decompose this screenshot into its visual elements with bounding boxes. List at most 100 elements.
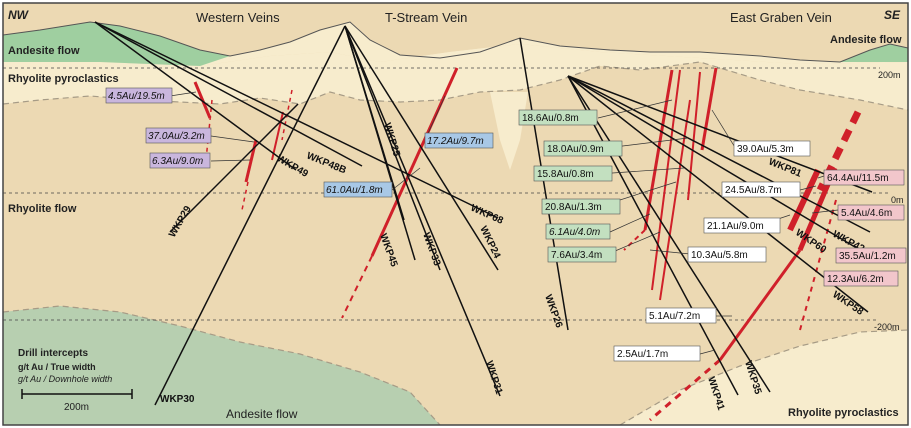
leader-line xyxy=(607,231,661,255)
rhyolite-pyroclastics-upper xyxy=(3,44,908,110)
leader-line xyxy=(424,95,446,141)
intercept-label: 6.1Au/4.0m xyxy=(549,227,600,238)
topographic-surface xyxy=(2,21,909,63)
intercept-box xyxy=(823,169,905,186)
intercept-label: 61.0Au/1.8m xyxy=(326,185,383,196)
andesite-bottom-contact xyxy=(2,305,441,426)
drillhole-line-wkp49 xyxy=(94,21,297,171)
legend-scale-label: 200m xyxy=(64,402,89,413)
intercept-box xyxy=(687,246,767,263)
vein-east-7 xyxy=(799,199,837,331)
intercept-box xyxy=(545,223,611,240)
vein-east-6 xyxy=(623,229,646,251)
vein-east-main-dashed xyxy=(816,110,862,192)
drillhole-line-wkp29 xyxy=(169,103,299,233)
valley-fill xyxy=(490,92,528,170)
legend-title: Drill intercepts xyxy=(18,348,88,359)
intercept-box xyxy=(703,217,781,234)
intercept-label: 20.8Au/1.3m xyxy=(545,202,602,213)
intercept-box xyxy=(533,165,613,182)
intercept-box xyxy=(613,345,701,362)
intercept-labels: 4.5Au/19.5m 37.0Au/3.2m 6.3Au/9.0m 61.0A… xyxy=(105,87,907,362)
drillhole-label-wkp30: WKP30 xyxy=(160,394,195,405)
intercept-label: 4.5Au/19.5m xyxy=(108,91,165,102)
intercept-label: 18.0Au/0.9m xyxy=(547,144,604,155)
title-tstream-vein: T-Stream Vein xyxy=(385,10,467,25)
title-east-graben-vein: East Graben Vein xyxy=(730,10,832,25)
andesite-top-right xyxy=(840,44,908,62)
vein-east-main-lower xyxy=(718,249,802,361)
drillhole-line-wkp26 xyxy=(519,37,569,331)
intercept-box xyxy=(149,152,211,169)
elevation-label-minus200: -200m xyxy=(874,322,900,332)
vein-east-5 xyxy=(700,67,718,151)
intercept-label: 37.0Au/3.2m xyxy=(148,131,205,142)
vein-east-main-projected xyxy=(649,358,721,422)
leader-line xyxy=(210,135,255,143)
unit-andesite-bottom: Andesite flow xyxy=(226,407,298,421)
leader-line xyxy=(391,167,421,191)
vein-western-1 xyxy=(193,81,212,119)
intercept-label: 12.3Au/6.2m xyxy=(827,274,884,285)
intercept-label: 2.5Au/1.7m xyxy=(617,349,668,360)
drillhole-line-wkp48b xyxy=(94,21,363,167)
vein-east-2 xyxy=(651,69,681,291)
corner-nw: NW xyxy=(8,8,30,22)
leader-line xyxy=(711,109,737,150)
surface-rhyolite xyxy=(3,22,908,66)
leader-line xyxy=(597,99,673,119)
drillhole-line-wkp81 xyxy=(567,75,873,193)
intercept-box xyxy=(323,181,393,198)
corner-se: SE xyxy=(884,8,901,22)
intercept-label: 21.1Au/9.0m xyxy=(707,221,764,232)
vein-tstream-projected xyxy=(341,255,373,319)
intercept-label: 24.5Au/8.7m xyxy=(725,185,782,196)
drillhole-line-wkp45 xyxy=(344,25,416,261)
intercept-label: 17.2Au/9.7m xyxy=(427,136,484,147)
vein-east-3 xyxy=(659,99,691,301)
andesite-bottom-area xyxy=(3,306,440,425)
intercept-label: 10.3Au/5.8m xyxy=(691,250,748,261)
intercept-box xyxy=(733,140,811,157)
drillhole-line-wkp58 xyxy=(567,75,869,313)
drillholes xyxy=(94,21,873,406)
unit-rhyolite-pyroclastics-top: Rhyolite pyroclastics xyxy=(8,73,119,85)
drillhole-line-wkp42 xyxy=(567,75,871,233)
intercept-label: 6.3Au/9.0m xyxy=(152,156,203,167)
drillhole-line-wkp68 xyxy=(94,21,499,219)
unit-andesite-top-right: Andesite flow xyxy=(830,34,902,46)
vein-western-2 xyxy=(205,99,213,161)
leader-line xyxy=(169,91,197,97)
leader-line xyxy=(817,175,825,179)
intercept-box xyxy=(547,246,617,263)
intercept-box xyxy=(645,307,717,324)
drillhole-line-wkp24 xyxy=(344,25,499,271)
lower-contact-line xyxy=(619,329,909,426)
intercept-label: 64.4Au/11.5m xyxy=(827,173,889,184)
leader-line xyxy=(649,249,691,255)
leader-line xyxy=(811,209,839,214)
intercept-box xyxy=(837,204,905,221)
leader-line xyxy=(597,167,685,175)
elevation-label-200: 200m xyxy=(878,70,901,80)
intercept-label: 5.1Au/7.2m xyxy=(649,311,700,322)
intercept-box xyxy=(823,270,899,287)
vein-tstream xyxy=(370,67,459,257)
intercept-label: 7.6Au/3.4m xyxy=(551,250,602,261)
vein-east-4 xyxy=(687,71,701,201)
intercept-label: 5.4Au/4.6m xyxy=(841,208,892,219)
drillhole-line-wkp31 xyxy=(344,25,501,397)
andesite-top-left xyxy=(3,22,230,66)
drillhole-line-wkp60 xyxy=(567,75,861,251)
intercept-box xyxy=(424,132,494,149)
upper-contact-line xyxy=(2,61,909,111)
intercept-label: 39.0Au/5.3m xyxy=(737,144,794,155)
intercept-label: 35.5Au/1.2m xyxy=(839,251,896,262)
intercept-box xyxy=(145,127,212,144)
rhyolite-pyroclastics-lower xyxy=(620,330,908,425)
drillhole-line-wkp33 xyxy=(344,25,441,271)
legend-true-width: g/t Au / True width xyxy=(18,362,96,372)
